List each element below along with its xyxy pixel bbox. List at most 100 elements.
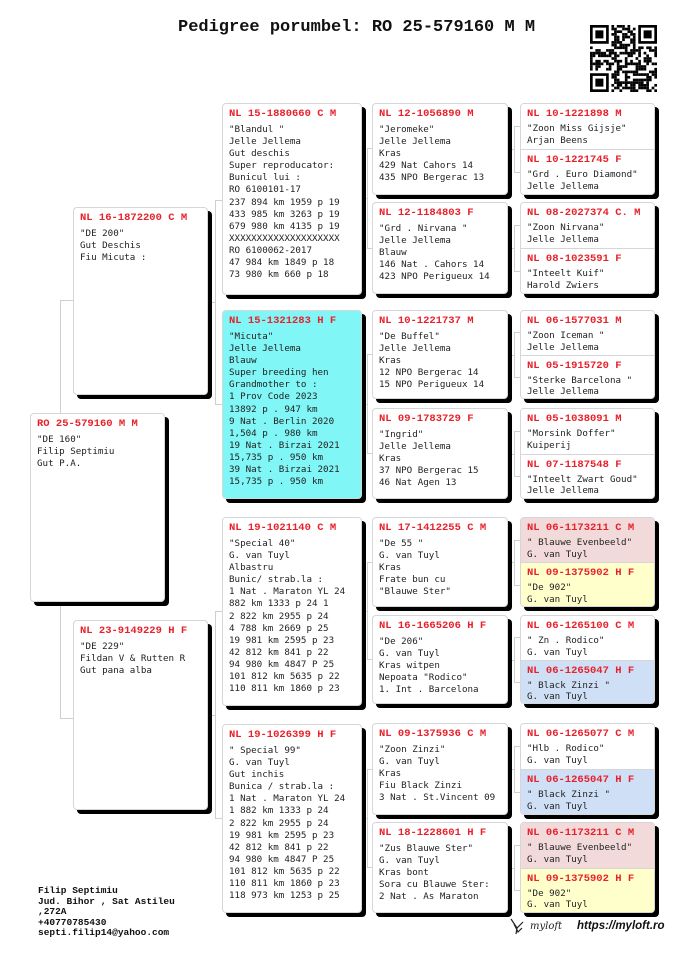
pigeon-detail-line: 1,504 p . 980 km (229, 427, 318, 439)
pigeon-detail-line: "Jeromeke" (379, 124, 435, 135)
great-grandparent-card[interactable]: NL 12-1184803 F"Grd . Nirvana "Jelle Jel… (372, 202, 508, 294)
connector-line (514, 746, 515, 792)
great-grandparent-card[interactable]: NL 09-1375936 C M"Zoon Zinzi"G. van Tuyl… (372, 723, 508, 815)
pigeon-detail-line: Jelle Jellema (379, 343, 451, 355)
connector-line (215, 404, 222, 405)
pigeon-detail-line: 423 NPO Perigueux 14 (379, 271, 490, 283)
connector-line (367, 659, 372, 660)
grandparent-card[interactable]: NL 19-1026399 H F" Special 99"G. van Tuy… (222, 724, 362, 913)
pigeon-detail-line: " Black Zinzi " (527, 679, 610, 691)
ring-number: NL 23-9149229 H F (80, 625, 188, 637)
connector-line (514, 126, 520, 127)
pigeon-detail-line: 19 981 km 2595 p 23 (229, 634, 335, 646)
website-link[interactable]: https://myloft.ro (577, 920, 665, 932)
ring-number: NL 05-1038091 M (527, 413, 622, 425)
connector-line (514, 476, 520, 478)
connector-line (215, 611, 216, 818)
pigeon-detail-line: Jelle Jellema (379, 235, 451, 247)
pigeon-detail-line: "DE 229" (80, 641, 125, 652)
ring-number: NL 19-1026399 H F (229, 729, 337, 741)
owner-name: Filip Septimiu (38, 885, 118, 896)
pigeon-detail-line: Fiu Black Zinzi (379, 780, 462, 792)
ring-number: NL 06-1265077 C M (527, 728, 635, 740)
connector-line (514, 332, 520, 334)
owner-address-number: ,272A (38, 906, 67, 917)
pigeon-detail-line: Kras (379, 453, 402, 465)
pigeon-detail-line: 73 980 km 660 p 18 (229, 269, 329, 281)
connector-line (508, 149, 514, 150)
dam-card[interactable]: NL 23-9149229 H F"DE 229"Fildan V & Rutt… (73, 620, 208, 810)
grandparent-card[interactable]: NL 19-1021140 C M"Special 40"G. van Tuyl… (222, 517, 362, 706)
pigeon-detail-line: "Zoon Nirvana" (527, 222, 605, 233)
great-grandparent-card[interactable]: NL 18-1228601 H F"Zus Blauwe Ster"G. van… (372, 822, 508, 913)
connector-line (514, 584, 520, 586)
pigeon-detail-line: XXXXXXXXXXXXXXXXXXXX (229, 232, 340, 244)
ring-number: NL 18-1228601 H F (379, 827, 487, 839)
gen4-pair-card[interactable]: NL 08-2027374 C. M"Zoon Nirvana"Jelle Je… (520, 202, 655, 294)
pigeon-detail-line: "Grd . Nirvana " (379, 223, 468, 234)
pigeon-detail-line: Kras bont (379, 867, 429, 879)
pigeon-detail-line: G. van Tuyl (379, 648, 440, 660)
pigeon-detail-line: 2 Nat . As Maraton (379, 891, 479, 903)
pigeon-entry: NL 09-1375902 H F"De 902"G. van Tuyl (521, 562, 654, 606)
ring-number: NL 15-1880660 C M (229, 108, 337, 120)
ring-number: NL 06-1265047 H F (527, 774, 635, 786)
gen4-pair-card[interactable]: NL 06-1265100 C M" Zn . Rodico"G. van Tu… (520, 615, 655, 704)
connector-line (208, 302, 215, 303)
gen4-pair-card[interactable]: NL 10-1221898 M"Zoon Miss Gijsje"Arjan B… (520, 103, 655, 195)
gen4-pair-card[interactable]: NL 06-1577031 M"Zoon Iceman "Jelle Jelle… (520, 310, 655, 399)
pigeon-detail-line: G. van Tuyl (527, 593, 588, 605)
ring-number: NL 10-1221898 M (527, 108, 622, 120)
pigeon-detail-line: "De 206" (379, 636, 424, 647)
connector-line (514, 332, 515, 377)
ring-number: NL 06-1173211 C M (527, 522, 635, 534)
pigeon-detail-line: Blauw (229, 355, 257, 367)
myloft-logo: myloft (508, 916, 562, 936)
pigeon-entry: NL 08-1023591 F"Inteelt Kuif"Harold Zwie… (521, 248, 654, 293)
pigeon-detail-line: Frate bun cu (379, 574, 446, 586)
ring-number: NL 16-1665206 H F (379, 620, 487, 632)
connector-line (362, 403, 367, 405)
pigeon-entry: NL 06-1173211 C M" Blauwe Evenbeeld"G. v… (521, 823, 654, 868)
connector-line (367, 769, 368, 867)
gen4-pair-card[interactable]: NL 06-1173211 C M" Blauwe Evenbeeld"G. v… (520, 822, 655, 913)
connector-line (514, 637, 515, 682)
connector-line (60, 718, 73, 719)
pigeon-detail-line: Sora cu Blauwe Ster: (379, 879, 490, 891)
pigeon-detail-line: Jelle Jellema (527, 233, 599, 245)
pigeon-detail-line: G. van Tuyl (527, 548, 588, 560)
grandparent-card[interactable]: NL 15-1880660 C M"Blandul "Jelle Jellema… (222, 103, 362, 295)
pigeon-detail-line: "De 55 " (379, 538, 424, 549)
pigeon-detail-line: "Blandul " (229, 124, 285, 135)
pigeon-entry: NL 19-1026399 H F" Special 99"G. van Tuy… (223, 725, 361, 903)
connector-line (362, 198, 367, 199)
connector-line (508, 453, 514, 455)
connector-line (362, 610, 367, 612)
connector-line (367, 562, 372, 563)
connector-line (508, 354, 514, 356)
connector-line (514, 539, 520, 541)
pigeon-detail-line: 15 NPO Perigueux 14 (379, 379, 485, 391)
connector-line (367, 354, 372, 355)
ring-number: RO 25-579160 M M (37, 418, 138, 430)
connector-line (514, 890, 520, 892)
gen4-pair-card[interactable]: NL 06-1173211 C M" Blauwe Evenbeeld"G. v… (520, 517, 655, 607)
pigeon-detail-line: Jelle Jellema (229, 343, 301, 355)
pigeon-detail-line: "Sterke Barcelona " (527, 374, 633, 386)
ring-number: NL 09-1375902 H F (527, 567, 635, 579)
pigeon-detail-line: Gut P.A. (37, 458, 82, 470)
connector-line (208, 714, 215, 716)
bird-icon (510, 918, 524, 935)
gen4-pair-card[interactable]: NL 06-1265077 C M"Hlb . Rodico"G. van Tu… (520, 723, 655, 815)
